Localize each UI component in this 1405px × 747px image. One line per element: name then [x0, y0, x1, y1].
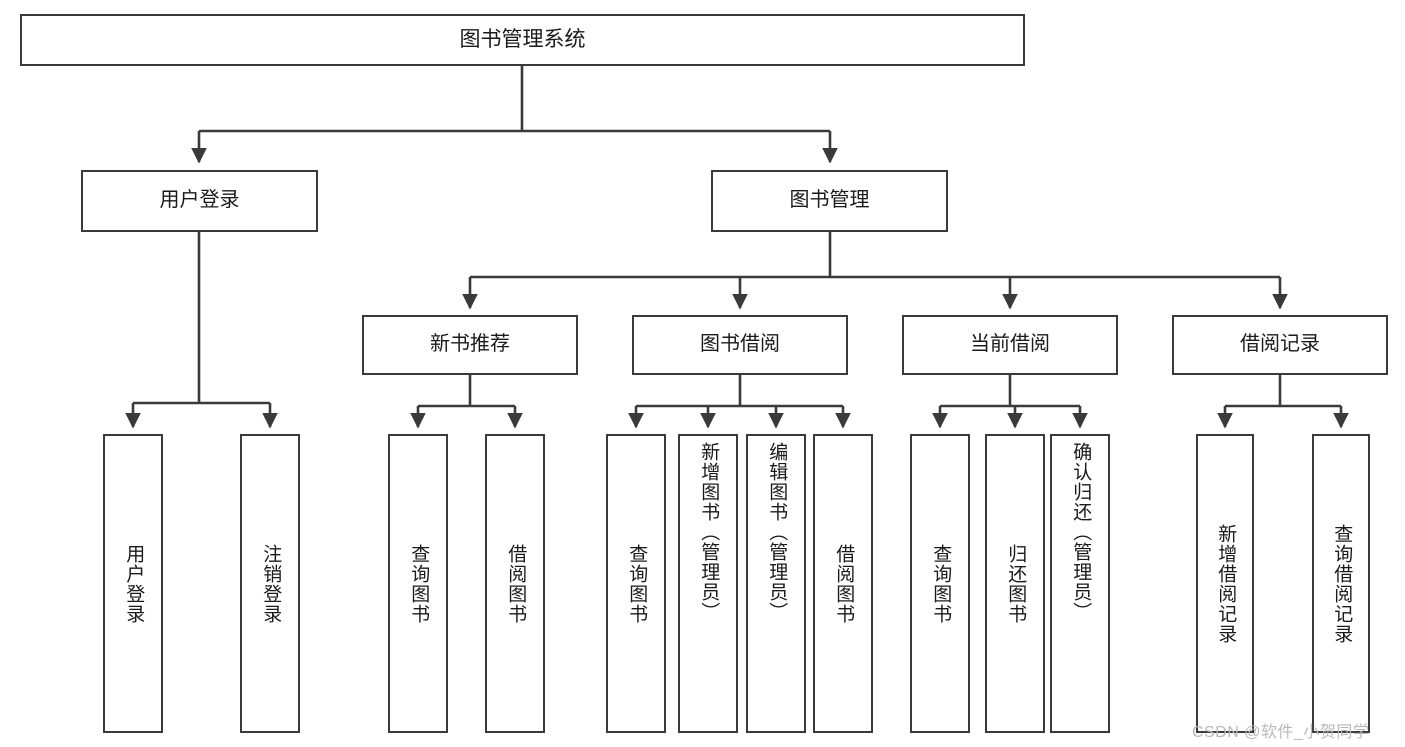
node-user-login[interactable]: 用户登录 [81, 170, 318, 232]
node-book-borrow-label: 图书借阅 [700, 333, 780, 356]
node-borrow-record-label: 借阅记录 [1240, 333, 1320, 356]
node-leaf-borrow-book-2[interactable]: 借阅图书 [813, 434, 873, 733]
node-leaf-logout-login[interactable]: 注销登录 [240, 434, 300, 733]
node-borrow-record[interactable]: 借阅记录 [1172, 315, 1388, 375]
node-leaf-borrow-book-1[interactable]: 借阅图书 [485, 434, 545, 733]
node-current-borrow[interactable]: 当前借阅 [902, 315, 1118, 375]
node-leaf-confirm-return-admin[interactable]: 确认归还（管理员） [1050, 434, 1110, 733]
node-book-borrow[interactable]: 图书借阅 [632, 315, 848, 375]
node-leaf-add-borrow-record[interactable]: 新增借阅记录 [1196, 434, 1254, 733]
node-leaf-query-borrow-record[interactable]: 查询借阅记录 [1312, 434, 1370, 733]
node-root[interactable]: 图书管理系统 [20, 14, 1025, 66]
node-leaf-query-book-3[interactable]: 查询图书 [910, 434, 970, 733]
node-leaf-user-login[interactable]: 用户登录 [103, 434, 163, 733]
node-leaf-query-book-2[interactable]: 查询图书 [606, 434, 666, 733]
node-new-book-rec[interactable]: 新书推荐 [362, 315, 578, 375]
node-root-label: 图书管理系统 [459, 27, 586, 51]
node-leaf-edit-book-admin[interactable]: 编辑图书（管理员） [746, 434, 806, 733]
watermark: CSDN @软件_小贺同学 [1192, 724, 1370, 741]
node-book-mgmt-label: 图书管理 [789, 189, 870, 212]
node-current-borrow-label: 当前借阅 [970, 333, 1050, 356]
node-leaf-query-book-1[interactable]: 查询图书 [388, 434, 448, 733]
node-leaf-return-book[interactable]: 归还图书 [985, 434, 1045, 733]
node-user-login-label: 用户登录 [159, 189, 240, 212]
node-book-mgmt[interactable]: 图书管理 [711, 170, 948, 232]
node-new-book-rec-label: 新书推荐 [430, 333, 510, 356]
node-leaf-add-book-admin[interactable]: 新增图书（管理员） [678, 434, 738, 733]
